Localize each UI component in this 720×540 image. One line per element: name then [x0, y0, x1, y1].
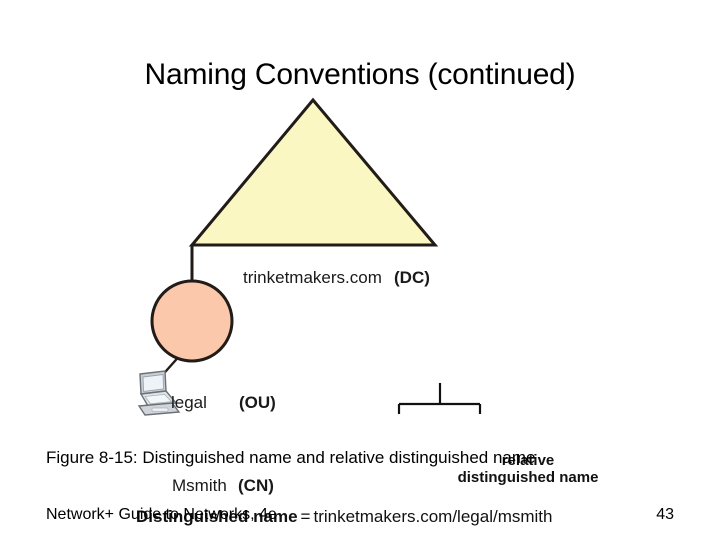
common-name-label: Msmith	[172, 476, 227, 495]
page-title: Naming Conventions (continued)	[144, 58, 576, 91]
org-unit-circle-shape	[150, 279, 234, 363]
relative-distinguished-name-callout: relative distinguished name	[437, 452, 619, 486]
computer-icon	[137, 370, 181, 416]
footer-source: Network+ Guide to Networks, 4e	[46, 506, 277, 523]
rdn-callout-line-2: distinguished name	[457, 469, 599, 486]
distinguished-name-value: trinketmakers.com/legal/msmith	[313, 507, 553, 526]
org-unit-name-label: legal	[171, 393, 207, 412]
domain-tag-label: (DC)	[394, 268, 430, 287]
figure-diagram: trinketmakers.com (DC) legal (OU) Msmith…	[0, 90, 720, 526]
org-unit-tag-label: (OU)	[239, 393, 276, 412]
common-name-tag-label: (CN)	[238, 476, 274, 495]
figure-caption: Figure 8-15: Distinguished name and rela…	[46, 448, 536, 467]
domain-name-label: trinketmakers.com	[243, 268, 382, 287]
distinguished-name-label: Distinguished name	[136, 507, 298, 526]
rdn-callout-line-1: relative	[501, 452, 555, 469]
rdn-bracket	[397, 383, 482, 414]
diagram-canvas	[137, 97, 482, 416]
distinguished-name-equals: =	[300, 507, 311, 526]
distinguished-name-equation: Distinguished name=trinketmakers.com/leg…	[136, 507, 552, 527]
slide-footer: Network+ Guide to Networks, 4e 43	[46, 506, 674, 524]
footer-page-number: 43	[656, 506, 674, 523]
domain-triangle-shape	[188, 97, 439, 247]
